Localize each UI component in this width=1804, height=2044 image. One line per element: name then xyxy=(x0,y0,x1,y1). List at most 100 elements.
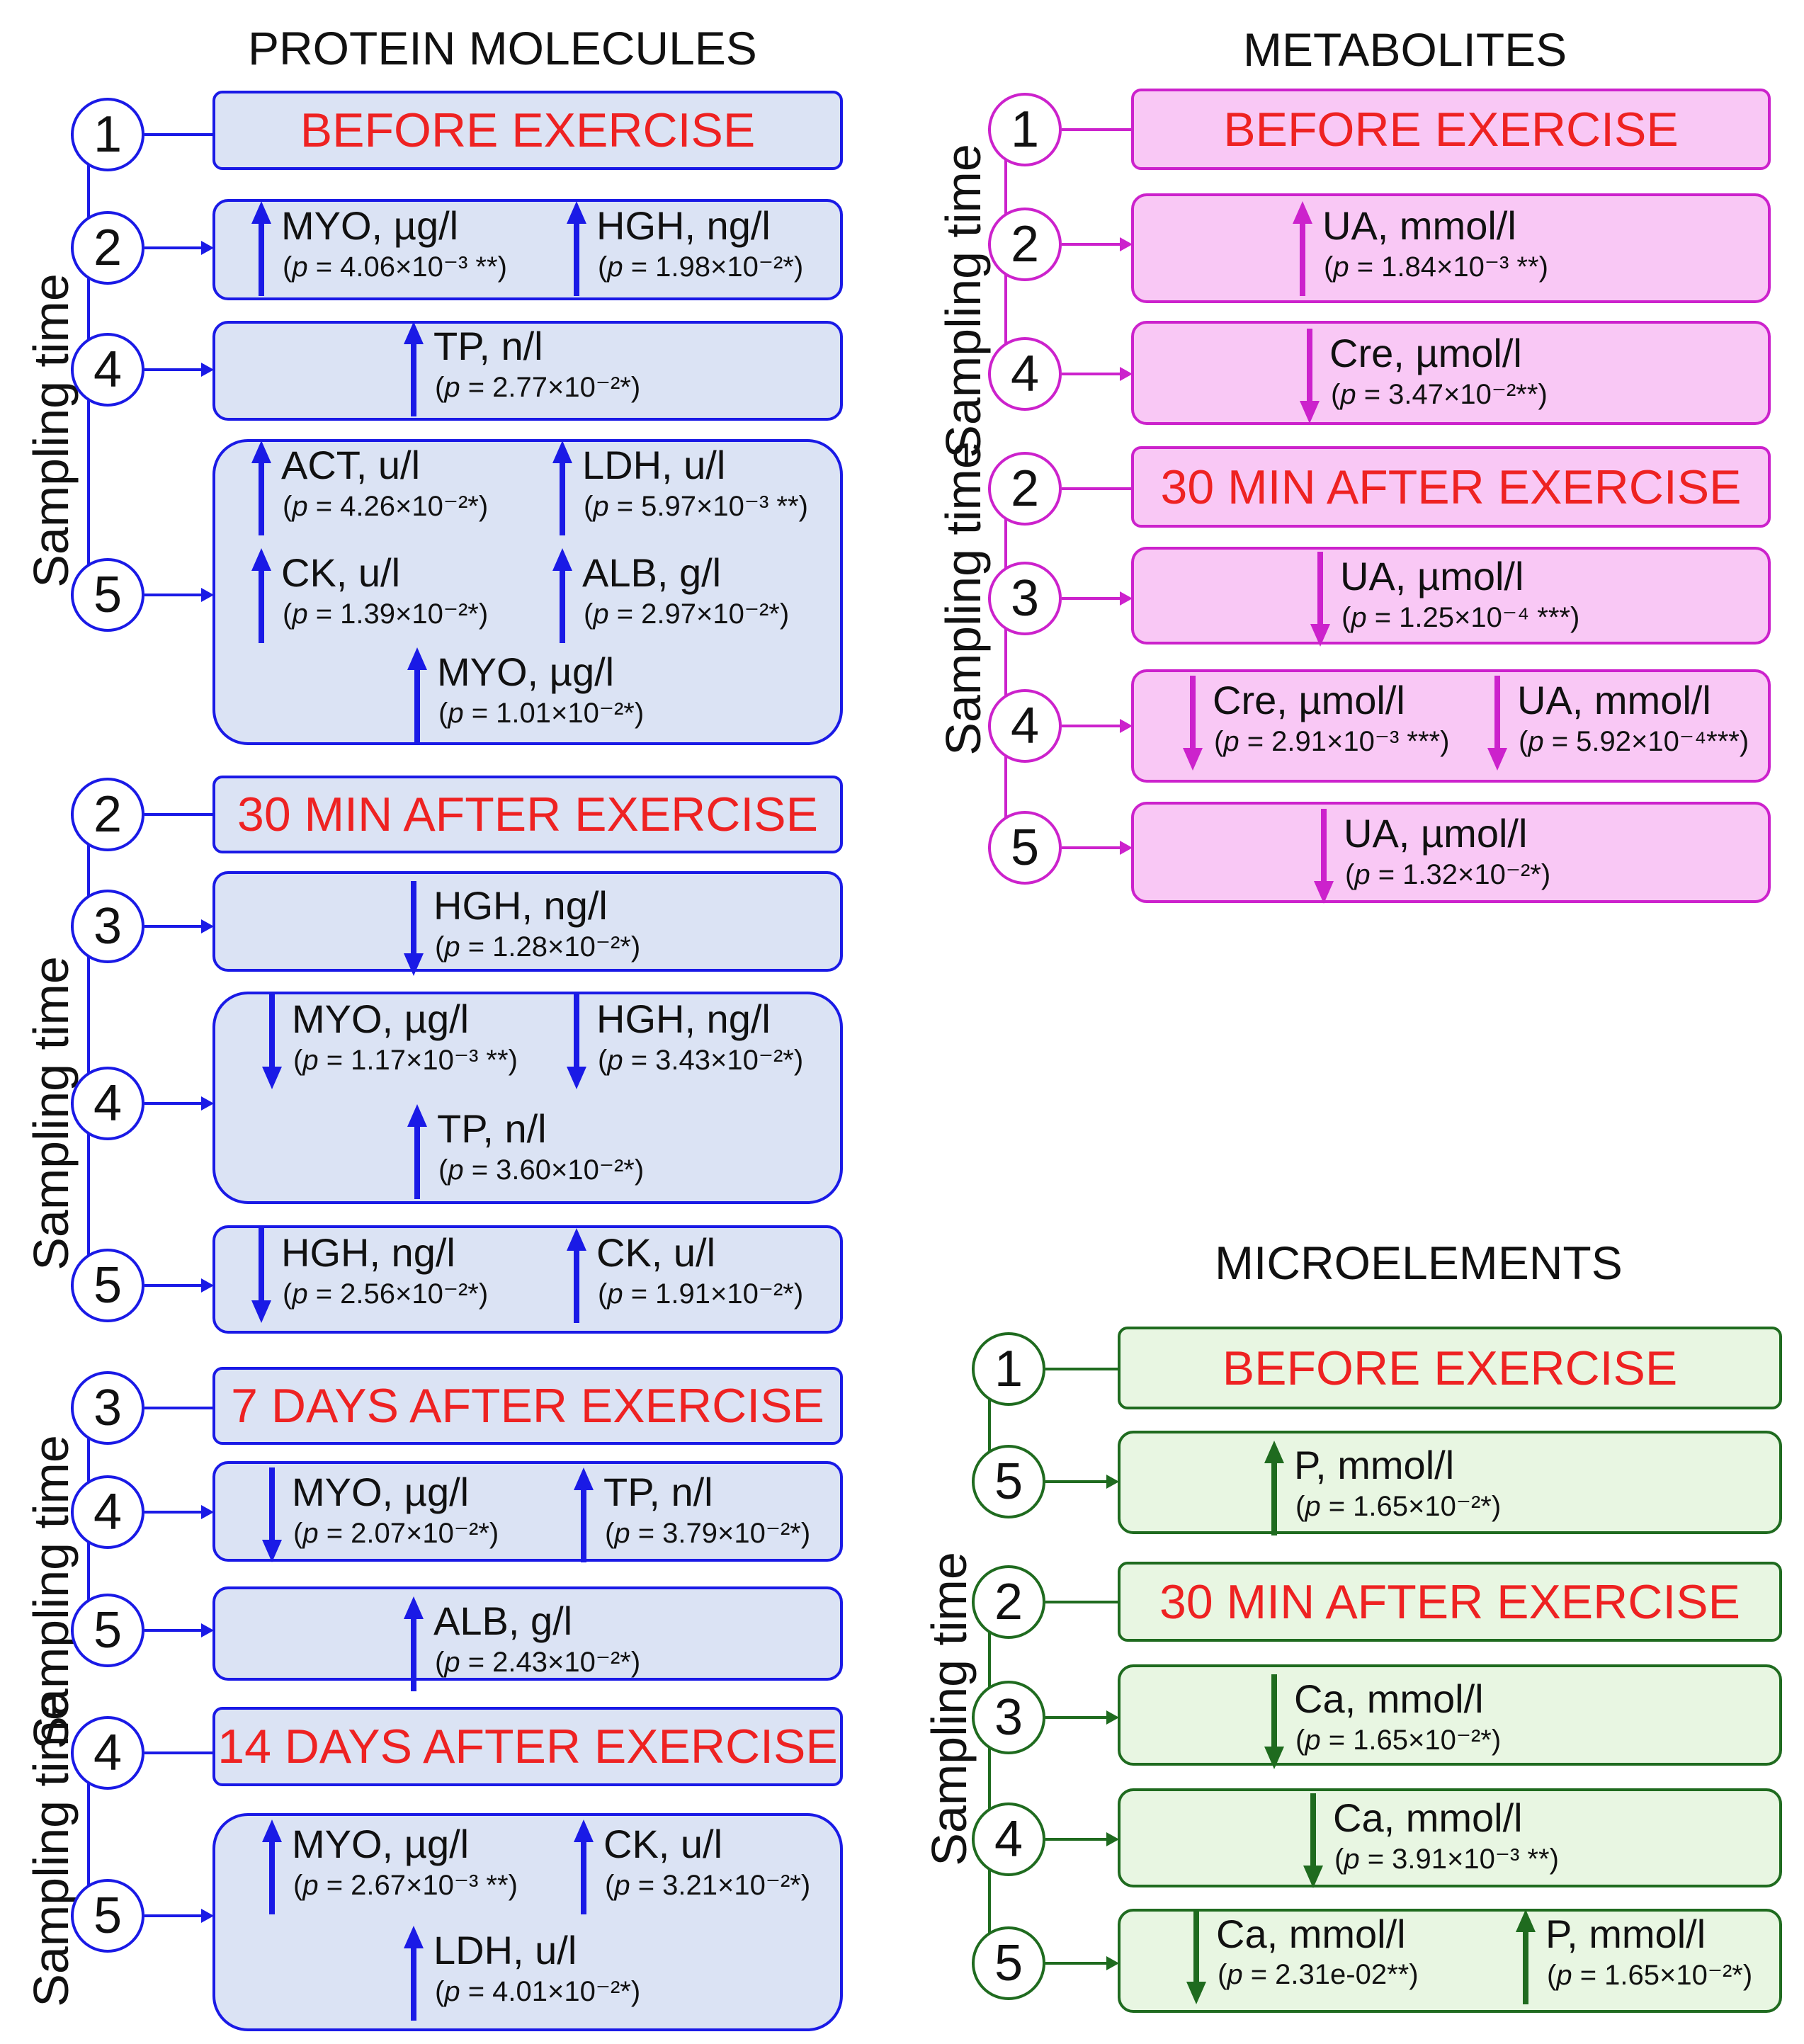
analyte-name: UA, µmol/l xyxy=(1344,811,1528,856)
arrow-up-icon xyxy=(1293,201,1312,296)
p-value: (p = 1.39×10⁻²*) xyxy=(283,598,489,630)
p-value: (p = 2.91×10⁻³ ***) xyxy=(1214,726,1450,757)
sampling-time-label: Sampling time xyxy=(936,144,991,458)
result-box: Ca, mmol/l(p = 3.91×10⁻³ **) xyxy=(1118,1788,1782,1888)
connector-arrowhead xyxy=(1120,367,1133,381)
analyte-name: TP, n/l xyxy=(433,324,543,368)
arrow-up-icon xyxy=(251,441,271,535)
p-value: (p = 1.17×10⁻³ **) xyxy=(293,1045,518,1076)
group-header-label: BEFORE EXERCISE xyxy=(1222,1341,1678,1395)
group-header-label: 14 DAYS AFTER EXERCISE xyxy=(217,1720,838,1773)
p-value-number: 1.91×10⁻²* xyxy=(655,1278,794,1310)
connector-arrowhead xyxy=(201,588,214,602)
panel-title: METABOLITES xyxy=(1243,23,1567,76)
connector-arrowhead xyxy=(1106,1710,1119,1725)
connector-arrowhead xyxy=(201,241,214,255)
sample-circle: 4 xyxy=(972,1802,1045,1876)
p-value: (p = 1.91×10⁻²*) xyxy=(598,1278,804,1310)
sampling-time-label: Sampling time xyxy=(936,441,991,756)
arrow-up-icon xyxy=(262,1819,282,1914)
analyte-name: MYO, µg/l xyxy=(292,1822,470,1866)
sample-circle: 2 xyxy=(71,211,144,285)
sample-circle: 4 xyxy=(71,333,144,407)
sample-circle: 4 xyxy=(988,337,1062,411)
sampling-time-label: Sampling time xyxy=(921,1552,977,1866)
connector-arrowhead xyxy=(1106,1832,1119,1846)
arrow-down-icon xyxy=(1183,676,1203,771)
analyte-name: MYO, µg/l xyxy=(281,203,459,248)
baseline-sample-circle: 2 xyxy=(988,452,1062,526)
analyte-name: ALB, g/l xyxy=(433,1599,573,1643)
p-value: (p = 1.65×10⁻²*) xyxy=(1295,1725,1502,1756)
baseline-sample-circle: 3 xyxy=(71,1371,144,1445)
p-value: (p = 4.01×10⁻²*) xyxy=(435,1976,641,2007)
analyte-name: HGH, ng/l xyxy=(596,203,771,248)
analyte-name: P, mmol/l xyxy=(1294,1443,1455,1487)
result-box: MYO, µg/l(p = 4.06×10⁻³ **)HGH, ng/l(p =… xyxy=(212,199,843,300)
connector-arrowhead xyxy=(1106,1956,1119,1970)
p-value: (p = 1.84×10⁻³ **) xyxy=(1324,251,1548,283)
result-box: HGH, ng/l(p = 2.56×10⁻²*)CK, u/l(p = 1.9… xyxy=(212,1225,843,1334)
p-value: (p = 3.21×10⁻²*) xyxy=(605,1870,811,1901)
p-value: (p = 3.43×10⁻²*) xyxy=(598,1045,804,1076)
p-value: (p = 3.47×10⁻²**) xyxy=(1331,379,1548,410)
analyte-name: Cre, µmol/l xyxy=(1213,678,1405,722)
p-value-number: 1.25×10⁻⁴ *** xyxy=(1399,602,1570,633)
arrow-up-icon xyxy=(407,647,427,742)
analyte-name: CK, u/l xyxy=(603,1822,723,1866)
connector-arrowhead xyxy=(201,1909,214,1923)
sample-circle: 3 xyxy=(988,562,1062,635)
group-header-label: BEFORE EXERCISE xyxy=(300,103,756,157)
analyte-name: ALB, g/l xyxy=(582,550,722,595)
analyte-name: UA, mmol/l xyxy=(1517,678,1711,722)
arrow-up-icon xyxy=(251,548,271,643)
result-box: Cre, µmol/l (p = 2.91×10⁻³ ***) UA, mmol/l… xyxy=(1131,669,1771,783)
result-box: UA, µmol/l(p = 1.32×10⁻²*) xyxy=(1131,802,1771,904)
p-value-number: 3.47×10⁻²** xyxy=(1388,379,1538,410)
group-header-box: BEFORE EXERCISE xyxy=(1131,89,1771,170)
sample-circle: 5 xyxy=(71,1249,144,1322)
arrow-up-icon xyxy=(552,441,572,535)
result-box: TP, n/l(p = 2.77×10⁻²*) xyxy=(212,321,843,421)
analyte-name: MYO, µg/l xyxy=(437,649,615,694)
p-value: (p = 1.01×10⁻²*) xyxy=(438,698,645,729)
connector-arrowhead xyxy=(201,919,214,933)
p-value: (p = 2.31e-02**) xyxy=(1218,1959,1419,1990)
p-value: (p = 1.25×10⁻⁴ ***) xyxy=(1341,602,1580,633)
sample-circle: 5 xyxy=(71,1594,144,1667)
result-box: UA, µmol/l(p = 1.25×10⁻⁴ ***) xyxy=(1131,547,1771,647)
p-value-number: 2.56×10⁻²* xyxy=(340,1278,479,1310)
group-header-box: 14 DAYS AFTER EXERCISE xyxy=(212,1707,843,1786)
arrow-up-icon xyxy=(404,322,424,416)
analyte-name: HGH, ng/l xyxy=(433,883,608,928)
connector-arrowhead xyxy=(201,1505,214,1519)
group-header-box: 30 MIN AFTER EXERCISE xyxy=(1118,1562,1782,1642)
p-value-number: 3.43×10⁻²* xyxy=(655,1045,794,1076)
connector-arrowhead xyxy=(201,1623,214,1637)
p-value-number: 5.92×10⁻⁴*** xyxy=(1576,726,1740,757)
result-box: Ca, mmol/l(p = 2.31e-02**)P, mmol/l(p = … xyxy=(1118,1909,1782,2013)
p-value-number: 3.91×10⁻³ ** xyxy=(1392,1844,1550,1875)
arrow-down-icon xyxy=(262,994,282,1089)
p-value-number: 1.39×10⁻²* xyxy=(340,598,479,630)
result-box: ALB, g/l(p = 2.43×10⁻²*) xyxy=(212,1586,843,1691)
arrow-down-icon xyxy=(1487,676,1507,771)
result-box: MYO, µg/l(p = 2.07×10⁻²*)TP, n/l(p = 3.7… xyxy=(212,1461,843,1562)
baseline-sample-circle: 1 xyxy=(71,98,144,171)
p-value: (p = 3.60×10⁻²*) xyxy=(438,1154,645,1186)
p-value-number: 3.79×10⁻²* xyxy=(662,1518,801,1549)
connector-arrowhead xyxy=(1120,237,1133,251)
p-value-number: 1.28×10⁻²* xyxy=(492,931,631,963)
arrow-up-icon xyxy=(552,548,572,643)
analyte-name: Ca, mmol/l xyxy=(1333,1795,1523,1840)
analyte-name: P, mmol/l xyxy=(1545,1912,1706,1956)
group-header-box: BEFORE EXERCISE xyxy=(212,91,843,170)
p-value-number: 2.91×10⁻³ *** xyxy=(1271,726,1441,757)
baseline-sample-circle: 2 xyxy=(972,1565,1045,1639)
arrow-up-icon xyxy=(574,1819,594,1914)
p-value: (p = 1.65×10⁻²*) xyxy=(1547,1960,1753,1991)
p-value-number: 2.07×10⁻²* xyxy=(351,1518,489,1549)
sample-circle: 5 xyxy=(972,1926,1045,2000)
sample-circle: 4 xyxy=(988,689,1062,763)
